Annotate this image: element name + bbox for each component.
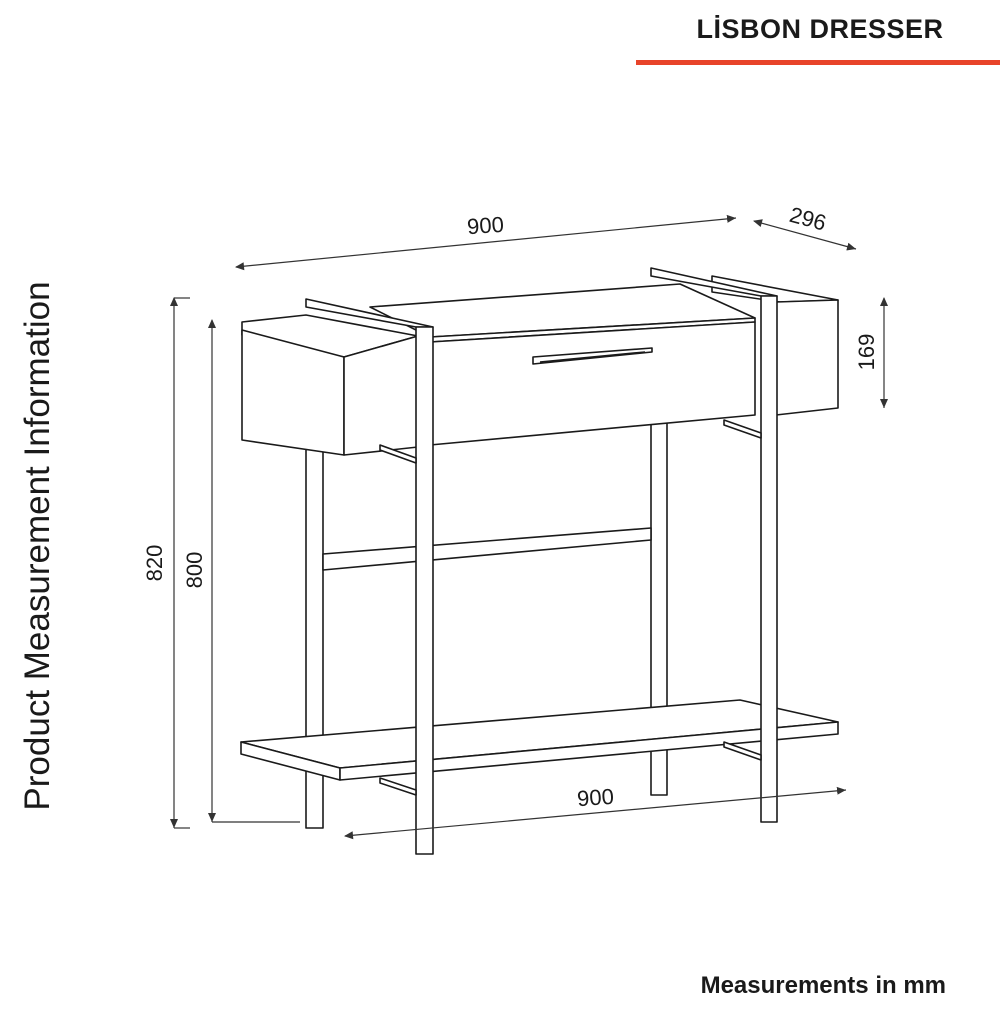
drawer: [429, 321, 756, 446]
left-box: [241, 314, 419, 456]
top-width-dim: [235, 214, 737, 271]
bottom-width-label: 900: [576, 784, 614, 812]
bottom-shelf: [240, 699, 839, 781]
bottom-width-dim: [344, 786, 847, 840]
depth-label: 296: [787, 202, 829, 236]
measurement-note: Measurements in mm: [700, 972, 946, 999]
body-height-label: 800: [182, 552, 207, 589]
depth-dim: [753, 219, 857, 251]
box-height-label: 169: [854, 334, 879, 371]
title-underline: [636, 60, 1000, 65]
left-frame: [305, 298, 434, 855]
product-title: LİSBON DRESSER: [696, 14, 944, 44]
dimension-lines: [170, 214, 888, 840]
right-frame: [650, 267, 778, 823]
middle-rail: [322, 527, 652, 571]
top-width-label: 900: [466, 212, 504, 240]
total-height-label: 820: [142, 545, 167, 582]
